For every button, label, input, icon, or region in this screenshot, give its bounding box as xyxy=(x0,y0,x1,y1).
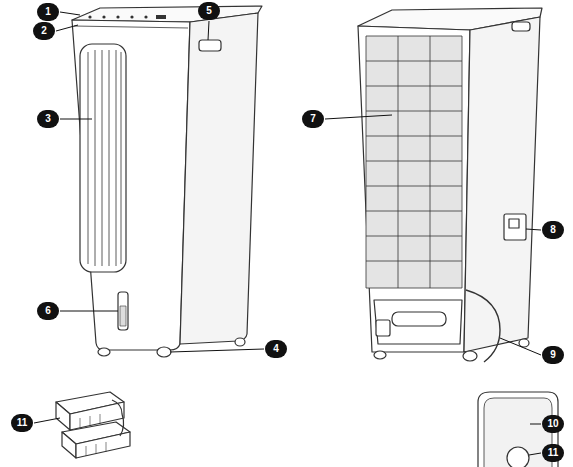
callout-number: 11 xyxy=(542,444,564,462)
back-view xyxy=(358,8,542,362)
callout-number: 11 xyxy=(11,414,33,432)
callout-number: 5 xyxy=(198,2,220,20)
callout-number: 3 xyxy=(37,110,59,128)
callout-number: 1 xyxy=(37,3,59,21)
callout-number: 2 xyxy=(33,22,55,40)
ice-boxes xyxy=(56,392,130,458)
leader-lines xyxy=(34,12,541,455)
callout-number: 10 xyxy=(542,415,564,433)
front-view xyxy=(72,6,262,357)
callout-number: 4 xyxy=(265,340,287,358)
callout-number: 6 xyxy=(37,302,59,320)
callout-number: 8 xyxy=(542,221,564,239)
callout-number: 7 xyxy=(302,110,324,128)
callout-number: 9 xyxy=(542,346,564,364)
filter-grid xyxy=(366,36,462,288)
